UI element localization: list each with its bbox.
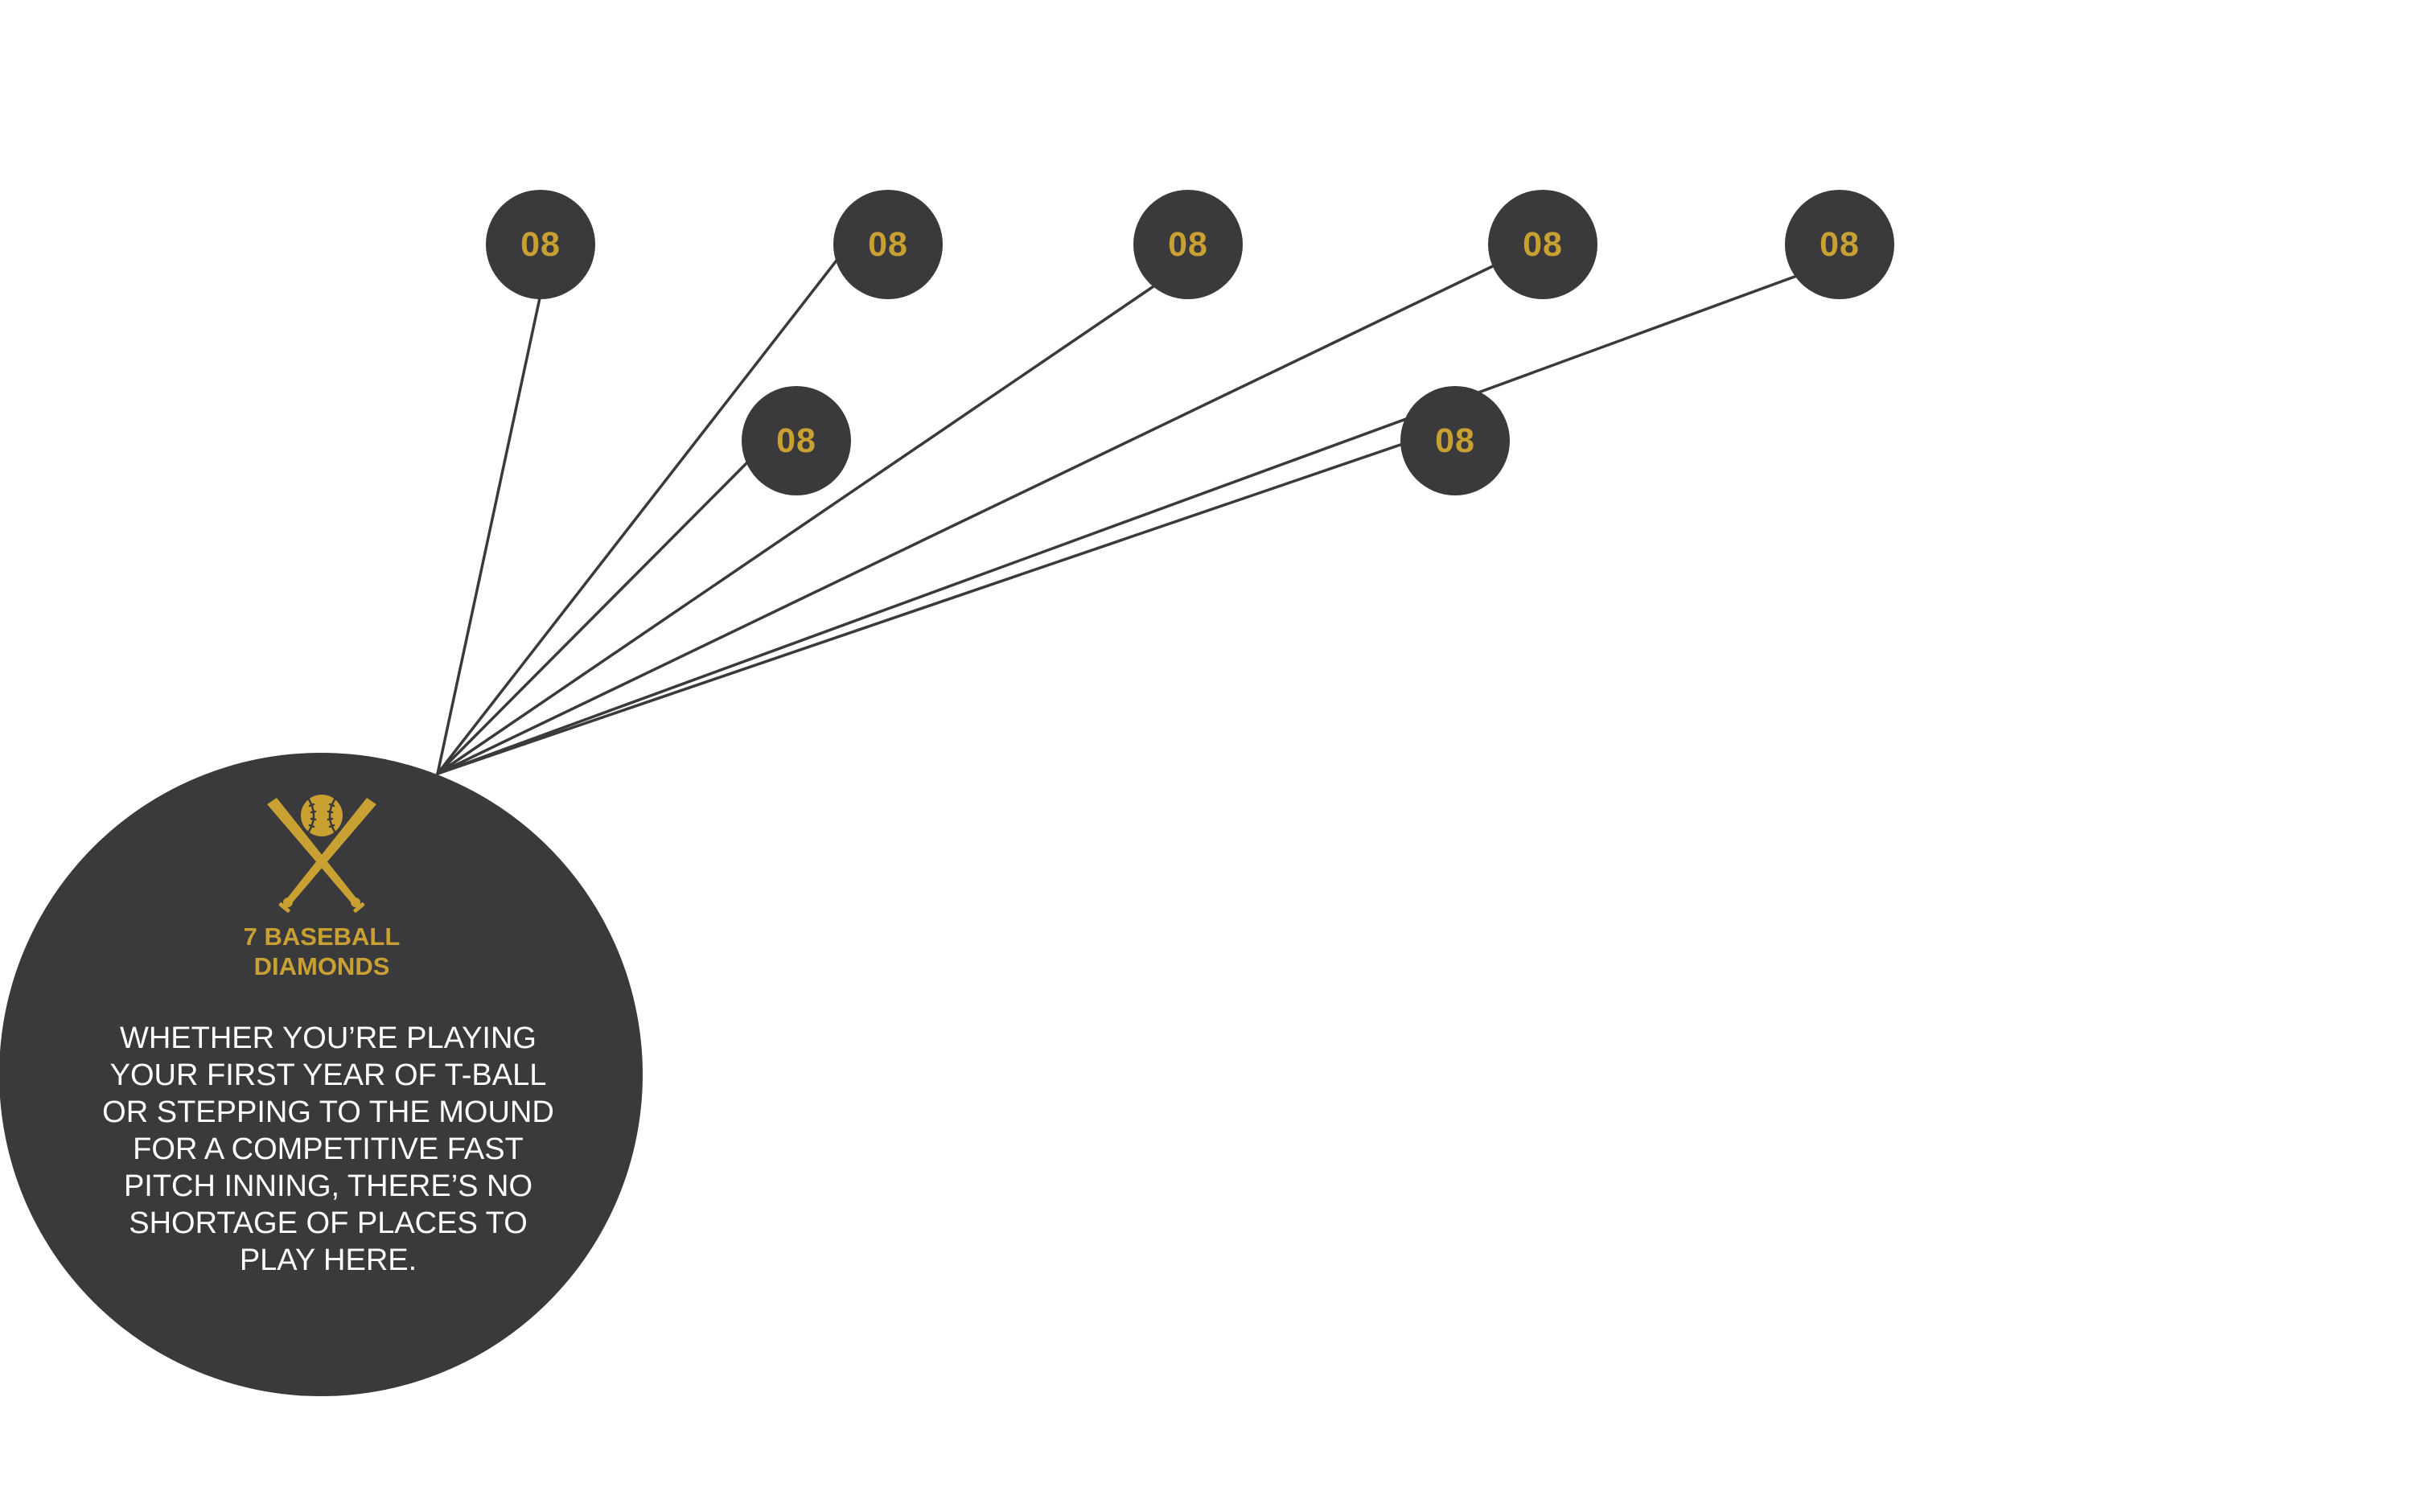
marker-5[interactable]: 08 (1785, 190, 1894, 299)
marker-label: 08 (520, 224, 561, 264)
info-title: 7 BASEBALL DIAMONDS (243, 922, 401, 980)
marker-label: 08 (1819, 224, 1860, 264)
marker-label: 08 (1168, 224, 1208, 264)
connector-line-2 (436, 256, 841, 775)
info-description: WHETHER YOU’RE PLAYING YOUR FIRST YEAR O… (102, 1021, 554, 1277)
connector-line-7 (436, 442, 1404, 775)
marker-label: 08 (1523, 224, 1563, 264)
marker-label: 08 (1435, 421, 1475, 460)
connector-line-5 (436, 272, 1805, 775)
connector-line-6 (436, 461, 749, 775)
crossed-baseball-bats-icon (267, 795, 376, 913)
connector-line-4 (436, 262, 1499, 775)
marker-2[interactable]: 08 (833, 190, 943, 299)
marker-3[interactable]: 08 (1133, 190, 1243, 299)
connector-line-1 (436, 293, 542, 775)
marker-label: 08 (868, 224, 908, 264)
marker-1[interactable]: 08 (486, 190, 595, 299)
marker-4[interactable]: 08 (1488, 190, 1597, 299)
marker-6[interactable]: 08 (742, 386, 851, 495)
marker-7[interactable]: 08 (1400, 386, 1510, 495)
connector-line-3 (436, 281, 1160, 775)
marker-label: 08 (776, 421, 816, 460)
